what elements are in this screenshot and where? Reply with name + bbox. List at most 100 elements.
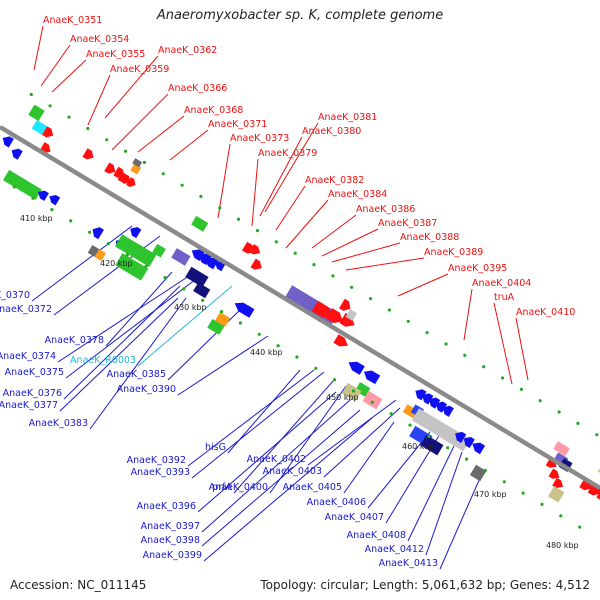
callout-line [515, 317, 529, 381]
marker-dot [123, 149, 128, 153]
callout-line [407, 445, 455, 542]
gene-feature [442, 405, 454, 417]
gene-feature [152, 243, 166, 258]
marker-dot [105, 138, 109, 142]
marker-dot [257, 332, 261, 336]
gene-feature [18, 179, 42, 200]
marker-dot [444, 342, 448, 346]
gene-label-anaek-0397: AnaeK_0397 [141, 521, 200, 532]
callout-line [33, 25, 44, 71]
marker-dot [427, 434, 431, 438]
marker-dot [425, 331, 429, 335]
callout-line [167, 307, 243, 381]
accession-label: Accession: NC_011145 [10, 578, 147, 592]
gene-label-anaek-0404: AnaeK_0404 [472, 278, 531, 289]
callout-line [233, 379, 335, 494]
callout-line [137, 285, 233, 367]
gene-label-anaek-0395: AnaeK_0395 [448, 263, 507, 274]
gene-feature [126, 177, 136, 187]
gene-feature [333, 334, 348, 347]
gene-feature [369, 373, 381, 385]
gene-feature [345, 309, 358, 321]
callout-line [311, 214, 357, 249]
gene-feature [207, 319, 225, 335]
callout-line [345, 257, 425, 271]
gene-label-anaek-r0003: AnaeK_R0003 [70, 355, 136, 366]
scale-tick-label: 420 kbp [100, 259, 133, 268]
marker-dot [276, 344, 280, 348]
marker-dot [387, 308, 391, 312]
gene-feature [191, 249, 205, 261]
callout-line [251, 158, 259, 227]
callout-line [321, 228, 379, 257]
gene-feature [92, 227, 104, 240]
callout-line [40, 44, 71, 87]
gene-label-anaek-0379: AnaeK_0379 [258, 148, 317, 159]
callout-line [425, 451, 463, 556]
gene-feature [214, 312, 231, 327]
marker-dot [199, 194, 203, 199]
gene-feature [94, 249, 107, 262]
marker-dot [12, 185, 16, 189]
marker-dot [48, 104, 52, 108]
gene-feature [31, 120, 48, 135]
gene-label-anaek-0375: AnaeK_0375 [5, 367, 64, 378]
gene-feature [42, 126, 54, 138]
marker-dot [350, 285, 354, 289]
marker-dot [67, 115, 71, 119]
marker-dot [595, 433, 599, 437]
gene-label-anaek-0371: AnaeK_0371 [208, 119, 267, 130]
gene-label-anaek-0388: AnaeK_0388 [400, 232, 459, 243]
marker-dot [576, 421, 580, 425]
gene-feature [249, 244, 261, 255]
gene-feature [104, 162, 116, 174]
gene-feature [130, 227, 142, 239]
gene-feature [415, 389, 427, 401]
marker-dot [293, 251, 297, 255]
marker-dot [521, 491, 525, 495]
gene-features [2, 92, 600, 529]
gene-feature [115, 253, 149, 281]
gene-label-anaek-0392: AnaeK_0392 [127, 455, 186, 466]
marker-dot [219, 310, 224, 314]
marker-dot [463, 353, 467, 357]
callout-line [323, 407, 401, 478]
gene-feature [547, 486, 565, 503]
marker-dot [86, 126, 90, 131]
marker-dot [237, 217, 241, 221]
marker-dot [483, 468, 487, 472]
marker-dot [142, 160, 146, 165]
callout-line [203, 417, 373, 562]
gene-label-anaek-0366: AnaeK_0366 [168, 83, 227, 94]
callout-line [31, 225, 133, 302]
callout-line [201, 409, 361, 547]
callout-line [493, 302, 513, 385]
marker-dot [333, 378, 337, 382]
marker-dot [163, 276, 167, 280]
marker-dot [106, 242, 110, 246]
marker-dot [408, 423, 412, 427]
gene-feature [548, 468, 560, 479]
gene-feature [420, 434, 444, 456]
marker-dot [559, 514, 563, 518]
gene-feature [171, 248, 191, 266]
marker-dot [218, 206, 222, 210]
gene-label-anaek-0384: AnaeK_0384 [328, 189, 387, 200]
gene-feature [114, 234, 157, 267]
backbone [0, 125, 600, 490]
gene-label-anaek-0362: AnaeK_0362 [158, 45, 217, 56]
callout-line [137, 115, 185, 153]
gene-feature [469, 464, 487, 482]
gene-label-anaek-0377: AnaeK_0377 [0, 400, 58, 411]
marker-dot [29, 92, 33, 97]
marker-dot [482, 365, 486, 369]
gene-feature [463, 436, 475, 449]
gene-feature [239, 305, 255, 318]
gene-label-anaek-0408: AnaeK_0408 [347, 530, 406, 541]
callout-lines [31, 25, 529, 570]
gene-feature [49, 195, 61, 206]
marker-dot [540, 502, 544, 506]
gene-label-anaek-0413: AnaeK_0413 [379, 558, 438, 569]
marker-dot [406, 319, 410, 323]
